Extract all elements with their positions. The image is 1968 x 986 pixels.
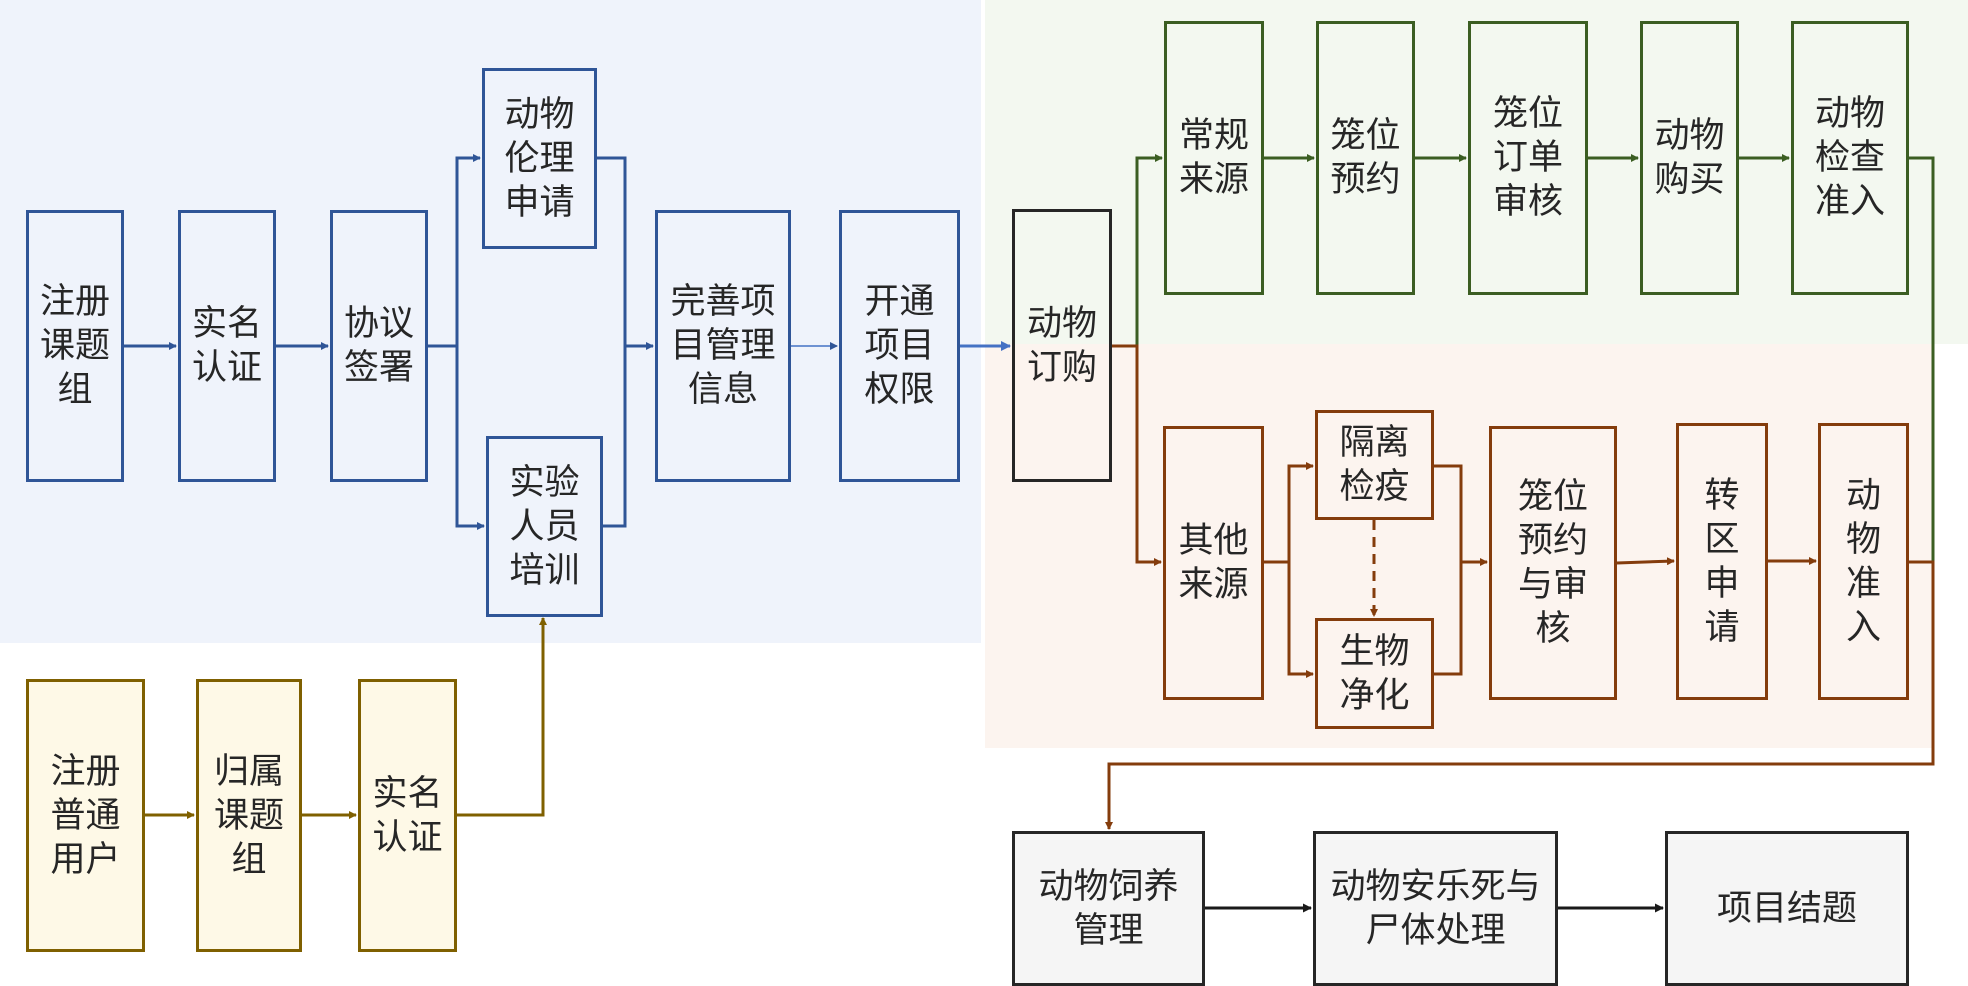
- animal-purchase-label: 动物 购买: [1654, 116, 1725, 200]
- ethics-label: 动物 伦理 申请: [504, 94, 575, 223]
- animal-order-box[interactable]: 动物 订购: [1012, 209, 1112, 482]
- user-real-name-box[interactable]: 实名 认证: [358, 679, 457, 952]
- inspection-admission-box[interactable]: 动物 检查 准入: [1791, 21, 1909, 295]
- quarantine-box[interactable]: 隔离 检疫: [1315, 410, 1434, 520]
- training-label: 实验 人员 培训: [509, 462, 580, 591]
- quarantine-label: 隔离 检疫: [1339, 423, 1410, 507]
- join-group-box[interactable]: 归属 课题 组: [196, 679, 302, 952]
- ethics-box[interactable]: 动物 伦理 申请: [482, 68, 597, 249]
- permission-box[interactable]: 开通 项目 权限: [839, 210, 960, 482]
- register-user-label: 注册 普通 用户: [50, 751, 121, 880]
- project-closure-label: 项目结题: [1716, 888, 1857, 929]
- animal-admission-label: 动 物 准 入: [1845, 475, 1881, 648]
- agreement-label: 协议 签署: [343, 304, 414, 388]
- transfer-request-box[interactable]: 转 区 申 请: [1676, 423, 1768, 700]
- cage-order-review-box[interactable]: 笼位 订单 审核: [1468, 21, 1588, 295]
- bio-purification-box[interactable]: 生物 净化: [1315, 618, 1434, 729]
- euthanasia-box[interactable]: 动物安乐死与 尸体处理: [1313, 831, 1558, 986]
- euthanasia-label: 动物安乐死与 尸体处理: [1330, 866, 1541, 951]
- animal-order-label: 动物 订购: [1026, 303, 1097, 388]
- join-group-label: 归属 课题 组: [213, 751, 284, 880]
- permission-label: 开通 项目 权限: [864, 282, 935, 410]
- cage-order-review-label: 笼位 订单 审核: [1492, 94, 1563, 222]
- real-name-label: 实名 认证: [191, 304, 262, 388]
- animal-admission-box[interactable]: 动 物 准 入: [1818, 423, 1909, 700]
- inspection-admission-label: 动物 检查 准入: [1814, 94, 1885, 222]
- register-group-label: 注册 课题 组: [39, 282, 110, 410]
- cage-booking-box[interactable]: 笼位 预约: [1316, 21, 1415, 295]
- cage-booking-label: 笼位 预约: [1330, 116, 1401, 200]
- regular-source-box[interactable]: 常规 来源: [1164, 21, 1264, 295]
- cage-booking-review-label: 笼位 预约 与审 核: [1517, 477, 1588, 649]
- bio-purification-label: 生物 净化: [1339, 631, 1410, 716]
- register-group-box[interactable]: 注册 课题 组: [26, 210, 124, 482]
- feeding-label: 动物饲养 管理: [1038, 866, 1179, 951]
- agreement-box[interactable]: 协议 签署: [330, 210, 428, 482]
- cage-booking-review-box[interactable]: 笼位 预约 与审 核: [1489, 426, 1617, 700]
- real-name-box[interactable]: 实名 认证: [178, 210, 276, 482]
- user-real-name-label: 实名 认证: [372, 773, 443, 858]
- other-source-box[interactable]: 其他 来源: [1163, 426, 1264, 700]
- other-source-label: 其他 来源: [1178, 521, 1249, 605]
- project-closure-box[interactable]: 项目结题: [1665, 831, 1909, 986]
- training-box[interactable]: 实验 人员 培训: [486, 436, 603, 617]
- project-info-box[interactable]: 完善项 目管理 信息: [655, 210, 791, 482]
- regular-source-label: 常规 来源: [1178, 116, 1249, 200]
- feeding-box[interactable]: 动物饲养 管理: [1012, 831, 1205, 986]
- project-info-label: 完善项 目管理 信息: [670, 282, 776, 410]
- register-user-box[interactable]: 注册 普通 用户: [26, 679, 145, 952]
- animal-purchase-box[interactable]: 动物 购买: [1640, 21, 1739, 295]
- transfer-request-label: 转 区 申 请: [1704, 475, 1740, 648]
- other-source-region: [985, 344, 1933, 748]
